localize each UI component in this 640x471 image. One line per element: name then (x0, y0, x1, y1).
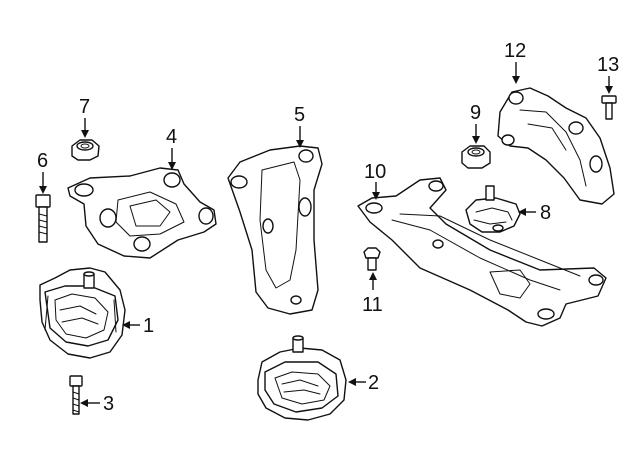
arrow-head-7 (81, 130, 89, 138)
callout-3: 3 (103, 393, 114, 415)
bracket-part-4 (67, 167, 217, 259)
arrow-head-6 (39, 186, 47, 194)
callout-12: 12 (504, 40, 526, 62)
arrow-head-13 (605, 86, 613, 94)
engine-mount-part-2 (257, 335, 347, 421)
arrow-head-2 (348, 378, 356, 386)
bolt-part-13 (601, 95, 617, 120)
callout-labels: 1 2 3 4 5 6 7 8 9 10 11 12 13 (37, 40, 619, 415)
crossmember-part-10 (357, 177, 607, 327)
arrow-head-4 (168, 162, 176, 170)
arrow-head-11 (369, 272, 377, 280)
arrow-head-10 (372, 192, 380, 200)
callout-2: 2 (368, 372, 379, 394)
callout-8: 8 (540, 202, 551, 224)
engine-mount-part-1 (39, 267, 126, 359)
callout-4: 4 (166, 126, 177, 148)
bolt-part-11 (363, 247, 381, 271)
bracket-part-5 (227, 145, 323, 315)
callout-13: 13 (597, 54, 619, 76)
bracket-part-12 (497, 87, 615, 205)
callout-arrows (39, 62, 613, 407)
nut-part-9 (461, 145, 491, 169)
callout-5: 5 (294, 104, 305, 126)
arrow-head-5 (296, 140, 304, 148)
bolt-part-6 (35, 194, 51, 243)
callout-6: 6 (37, 150, 48, 172)
arrow-head-9 (472, 136, 480, 144)
callout-9: 9 (470, 102, 481, 124)
callout-1: 1 (143, 315, 154, 337)
nut-part-7 (71, 139, 100, 161)
callout-7: 7 (79, 96, 90, 118)
callout-10: 10 (364, 161, 386, 183)
arrow-head-12 (512, 76, 520, 84)
mount-part-8 (465, 185, 521, 233)
arrow-head-8 (518, 208, 526, 216)
arrow-head-1 (122, 321, 130, 329)
callout-11: 11 (362, 294, 383, 316)
arrow-head-3 (80, 399, 88, 407)
bolt-part-3 (69, 375, 83, 415)
